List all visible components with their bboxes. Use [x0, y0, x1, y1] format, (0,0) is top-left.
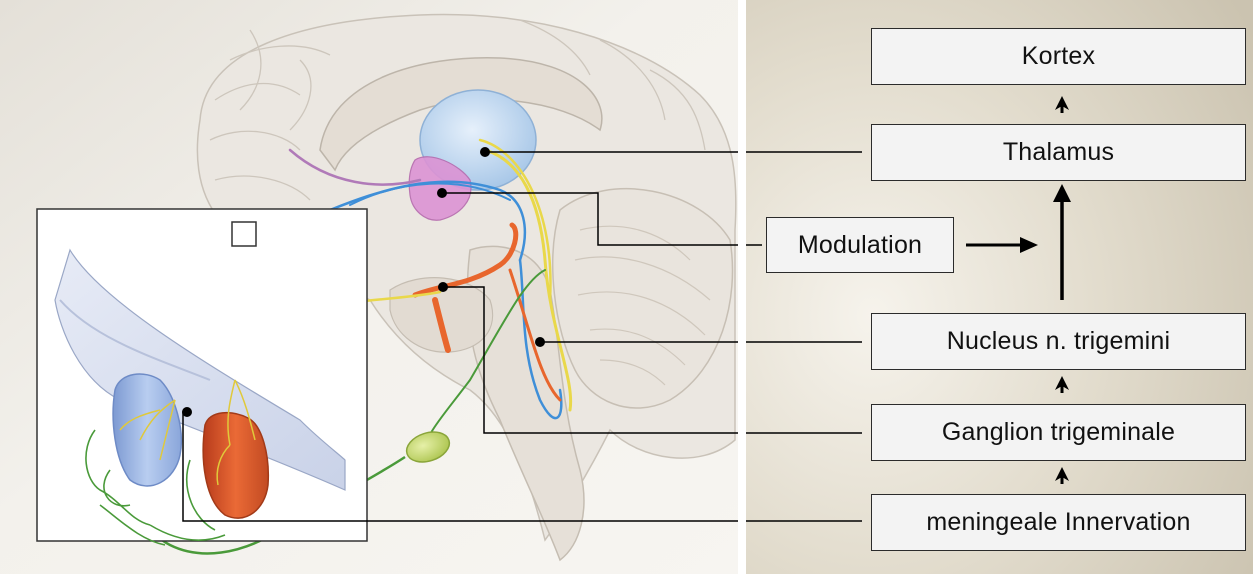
kortex-box: Kortex: [871, 28, 1246, 85]
thalamus-label: Thalamus: [1003, 138, 1114, 167]
ganglion-label: Ganglion trigeminale: [942, 418, 1175, 447]
nucleus-label: Nucleus n. trigemini: [947, 327, 1171, 356]
meningeal-box: meningeale Innervation: [871, 494, 1246, 551]
flowchart-background: [746, 0, 1253, 574]
meningeal-label: meningeale Innervation: [926, 508, 1190, 537]
panel-divider: [738, 0, 746, 574]
inset-detail: [37, 209, 367, 545]
modulation-box: Modulation: [766, 217, 954, 273]
nucleus-box: Nucleus n. trigemini: [871, 313, 1246, 370]
ganglion-box: Ganglion trigeminale: [871, 404, 1246, 461]
modulation-label: Modulation: [798, 231, 922, 260]
kortex-label: Kortex: [1022, 42, 1095, 71]
thalamus-box: Thalamus: [871, 124, 1246, 181]
